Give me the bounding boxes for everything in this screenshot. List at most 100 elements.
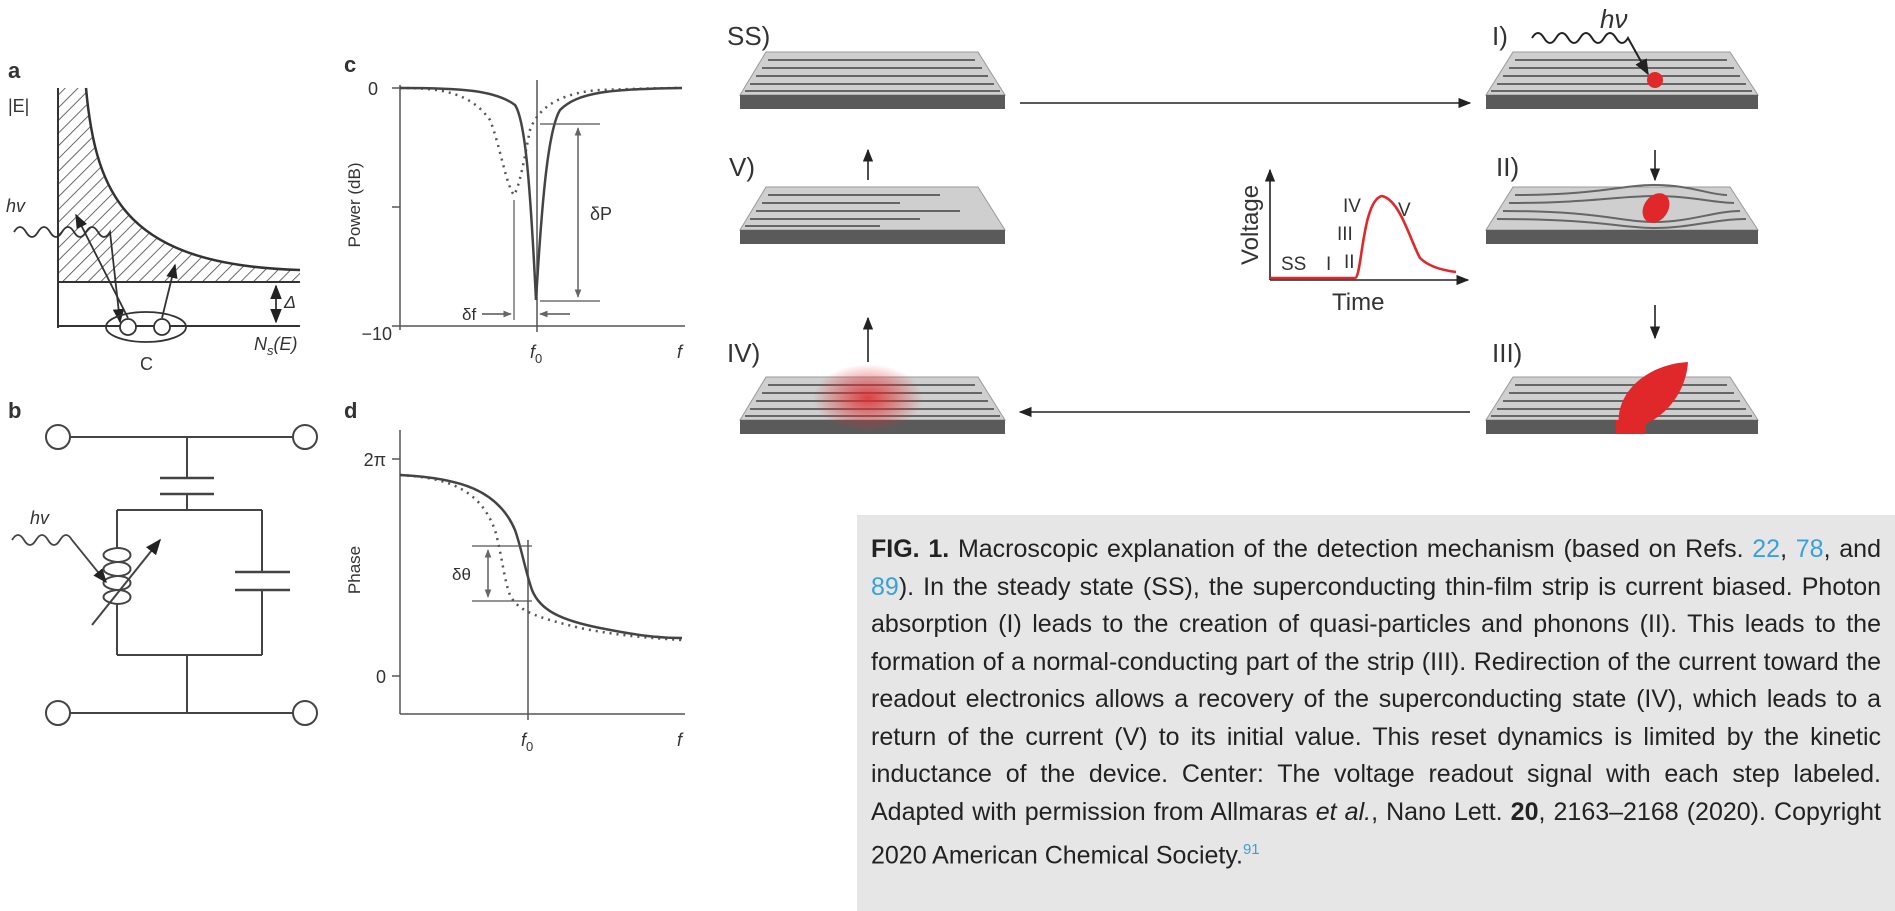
density-of-states-curve xyxy=(84,87,301,272)
excitation-arrow-1 xyxy=(75,213,129,319)
axis-energy-label: |E| xyxy=(8,96,29,116)
strip-iv: IV) xyxy=(727,338,1006,434)
f0-tick-d: f0 xyxy=(521,730,533,754)
caption-text-1: Macroscopic explanation of the detection… xyxy=(949,535,1753,563)
photon-wave-i xyxy=(1531,32,1649,76)
panel-b: b hv xyxy=(8,398,318,726)
strip-i: I) hν xyxy=(1485,4,1759,109)
panel-c-label: c xyxy=(344,52,356,77)
ref-78[interactable]: 78 xyxy=(1795,535,1824,563)
strip-ss: SS) xyxy=(727,21,1006,109)
state-ss-label: SS) xyxy=(727,21,770,51)
panel-a: a |E| Δ hv C Ns(E) xyxy=(6,58,301,374)
inset-marker-i: I xyxy=(1326,254,1331,275)
power-axis-label: Power (dB) xyxy=(345,162,364,247)
f0c-sub: 0 xyxy=(535,351,542,366)
dos-arg: (E) xyxy=(274,334,298,354)
caption-text-3: , and xyxy=(1823,535,1881,563)
phase-tick-2pi: 2π xyxy=(364,450,386,470)
inset-y-label: Voltage xyxy=(1237,185,1264,265)
inset-marker-v: V xyxy=(1398,200,1411,221)
hotspot-iii xyxy=(1618,362,1688,430)
ref-89[interactable]: 89 xyxy=(871,572,899,601)
strip-ii-line-1 xyxy=(1514,183,1728,196)
hotspot-iv xyxy=(813,364,923,432)
f0-tick-c: f0 xyxy=(530,342,542,366)
photon-label-i: hν xyxy=(1600,4,1627,34)
panel-a-label: a xyxy=(8,58,21,83)
dos-main: N xyxy=(254,334,268,354)
caption-text-6: , 2163–2168 (2020). Copyright 2020 Ameri… xyxy=(871,797,1882,870)
inset-x-label: Time xyxy=(1332,289,1384,316)
ref-22[interactable]: 22 xyxy=(1752,535,1781,563)
strip-v-base xyxy=(740,230,1005,244)
f-end-d: f xyxy=(677,730,684,750)
phase-curve-solid xyxy=(399,473,683,640)
caption-et-al: et al. xyxy=(1315,797,1372,826)
figure-caption: FIG. 1. Macroscopic explanation of the d… xyxy=(871,531,1881,875)
delta-f-label: δf xyxy=(462,305,476,324)
figure-caption-box: FIG. 1. Macroscopic explanation of the d… xyxy=(857,515,1895,911)
inductor-coil xyxy=(116,547,132,605)
port-top-left xyxy=(45,424,71,450)
absorption-spot xyxy=(1647,72,1663,88)
mechanism-panel: SS) I) hν V) xyxy=(727,4,1759,434)
caption-volume: 20 xyxy=(1510,797,1539,826)
power-tick-10: −10 xyxy=(361,324,392,344)
inset-marker-iv: IV xyxy=(1343,196,1361,217)
panel-d-label: d xyxy=(344,398,357,423)
caption-text-2: , xyxy=(1780,535,1796,563)
state-iii-label: III) xyxy=(1492,338,1522,368)
strip-v: V) xyxy=(729,152,1006,244)
f0d-sub: 0 xyxy=(526,739,533,754)
photon-wave-b xyxy=(11,534,107,584)
strip-iii: III) xyxy=(1485,338,1759,434)
inset-marker-ii: II xyxy=(1344,252,1355,273)
hotspot-ii xyxy=(1642,193,1670,223)
voltage-inset: Voltage Time SS I II III IV V xyxy=(1237,168,1470,316)
state-v-label: V) xyxy=(729,152,755,182)
excitation-arrow-2 xyxy=(161,263,178,319)
photon-label-b: hv xyxy=(30,508,50,528)
inset-marker-iii: III xyxy=(1337,224,1353,245)
state-ii-label: II) xyxy=(1496,152,1519,182)
cooper-pair-outline xyxy=(105,311,187,343)
panel-d: d Phase 2π 0 δθ f0 f xyxy=(344,398,685,754)
port-bottom-left xyxy=(45,700,71,726)
photon-label-a: hv xyxy=(6,196,26,216)
voltage-trace xyxy=(1270,194,1457,280)
caption-fig-label: FIG. 1. xyxy=(871,535,950,563)
phase-axis-label: Phase xyxy=(345,546,364,594)
strip-ii-line-4 xyxy=(1496,218,1747,230)
panel-b-label: b xyxy=(8,398,21,423)
inductor-coil-front xyxy=(102,547,118,605)
f0d-main: f xyxy=(521,730,528,750)
electron-1 xyxy=(119,318,137,336)
inset-marker-ss: SS xyxy=(1281,254,1306,275)
state-i-label: I) xyxy=(1492,21,1508,51)
f0c-main: f xyxy=(530,342,537,362)
hatched-density-of-states xyxy=(58,88,300,282)
delta-p-label: δP xyxy=(590,204,612,224)
strip-ii: II) xyxy=(1485,152,1759,244)
photon-wave-a xyxy=(13,226,125,324)
state-iv-label: IV) xyxy=(727,338,760,368)
power-curve-solid xyxy=(399,86,683,301)
power-tick-0: 0 xyxy=(368,79,378,99)
phase-tick-0: 0 xyxy=(376,667,386,687)
caption-text-5: , Nano Lett. xyxy=(1371,797,1511,826)
electron-2 xyxy=(153,318,171,336)
gap-label: Δ xyxy=(283,292,296,312)
delta-theta-label: δθ xyxy=(452,565,471,584)
dos-sub: s xyxy=(267,343,274,358)
power-curve-dotted xyxy=(399,86,683,198)
strip-ii-line-2 xyxy=(1508,194,1735,204)
strip-i-top xyxy=(1485,51,1759,96)
strip-ii-base xyxy=(1486,230,1758,244)
strip-v-top xyxy=(739,186,1006,231)
port-bottom-right xyxy=(292,700,318,726)
ref-91[interactable]: 91 xyxy=(1242,841,1260,858)
phase-curve-dotted xyxy=(399,473,683,642)
strip-ss-base xyxy=(740,95,1005,109)
